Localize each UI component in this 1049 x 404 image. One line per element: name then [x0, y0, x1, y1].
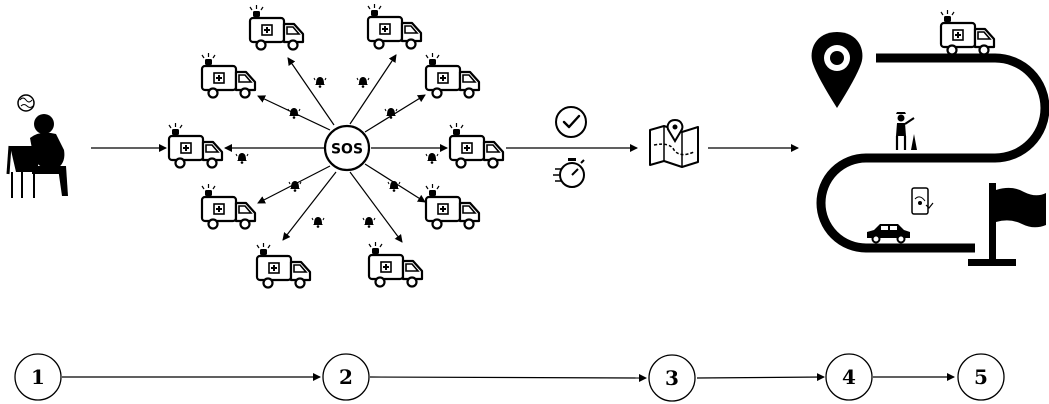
ambulance-icon [939, 8, 996, 56]
ambulance-icon [167, 121, 224, 169]
ambulance-icon [200, 51, 257, 99]
phone-map-icon [911, 187, 934, 215]
location-pin-icon [811, 32, 863, 108]
step-marker: 1 [14, 353, 62, 401]
ambulance-icon [367, 240, 424, 288]
ambulance-icon [366, 2, 423, 50]
step-marker: 5 [957, 353, 1005, 401]
stopwatch-icon [553, 158, 585, 188]
ambulance-icon [255, 241, 312, 289]
step-marker: 2 [322, 353, 370, 401]
step-number: 3 [665, 366, 679, 390]
car-icon [867, 224, 910, 244]
distressed-person-icon [6, 94, 68, 198]
step-number: 1 [31, 365, 45, 389]
step-number: 2 [339, 365, 353, 389]
traffic-police-icon [895, 112, 917, 150]
step-number: 4 [842, 365, 856, 389]
ambulance-icon [200, 182, 257, 230]
sos-hub-label: SOS [331, 142, 363, 158]
step-number: 5 [974, 365, 988, 389]
ambulance-icon [448, 121, 505, 169]
check-circle-icon [555, 106, 587, 138]
ambulance-icon [424, 182, 481, 230]
step-marker: 4 [825, 353, 873, 401]
dispatch-arrows [224, 54, 448, 243]
ambulance-icon [424, 51, 481, 99]
ambulance-icon [248, 3, 305, 51]
step-marker: 3 [648, 354, 696, 402]
sos-icon: SOS [323, 124, 371, 172]
step-timeline: 1 2 3 4 5 [14, 353, 1005, 402]
finish-flag-icon [968, 183, 1046, 266]
map-pin-icon [649, 118, 699, 168]
route-road [816, 53, 1049, 253]
